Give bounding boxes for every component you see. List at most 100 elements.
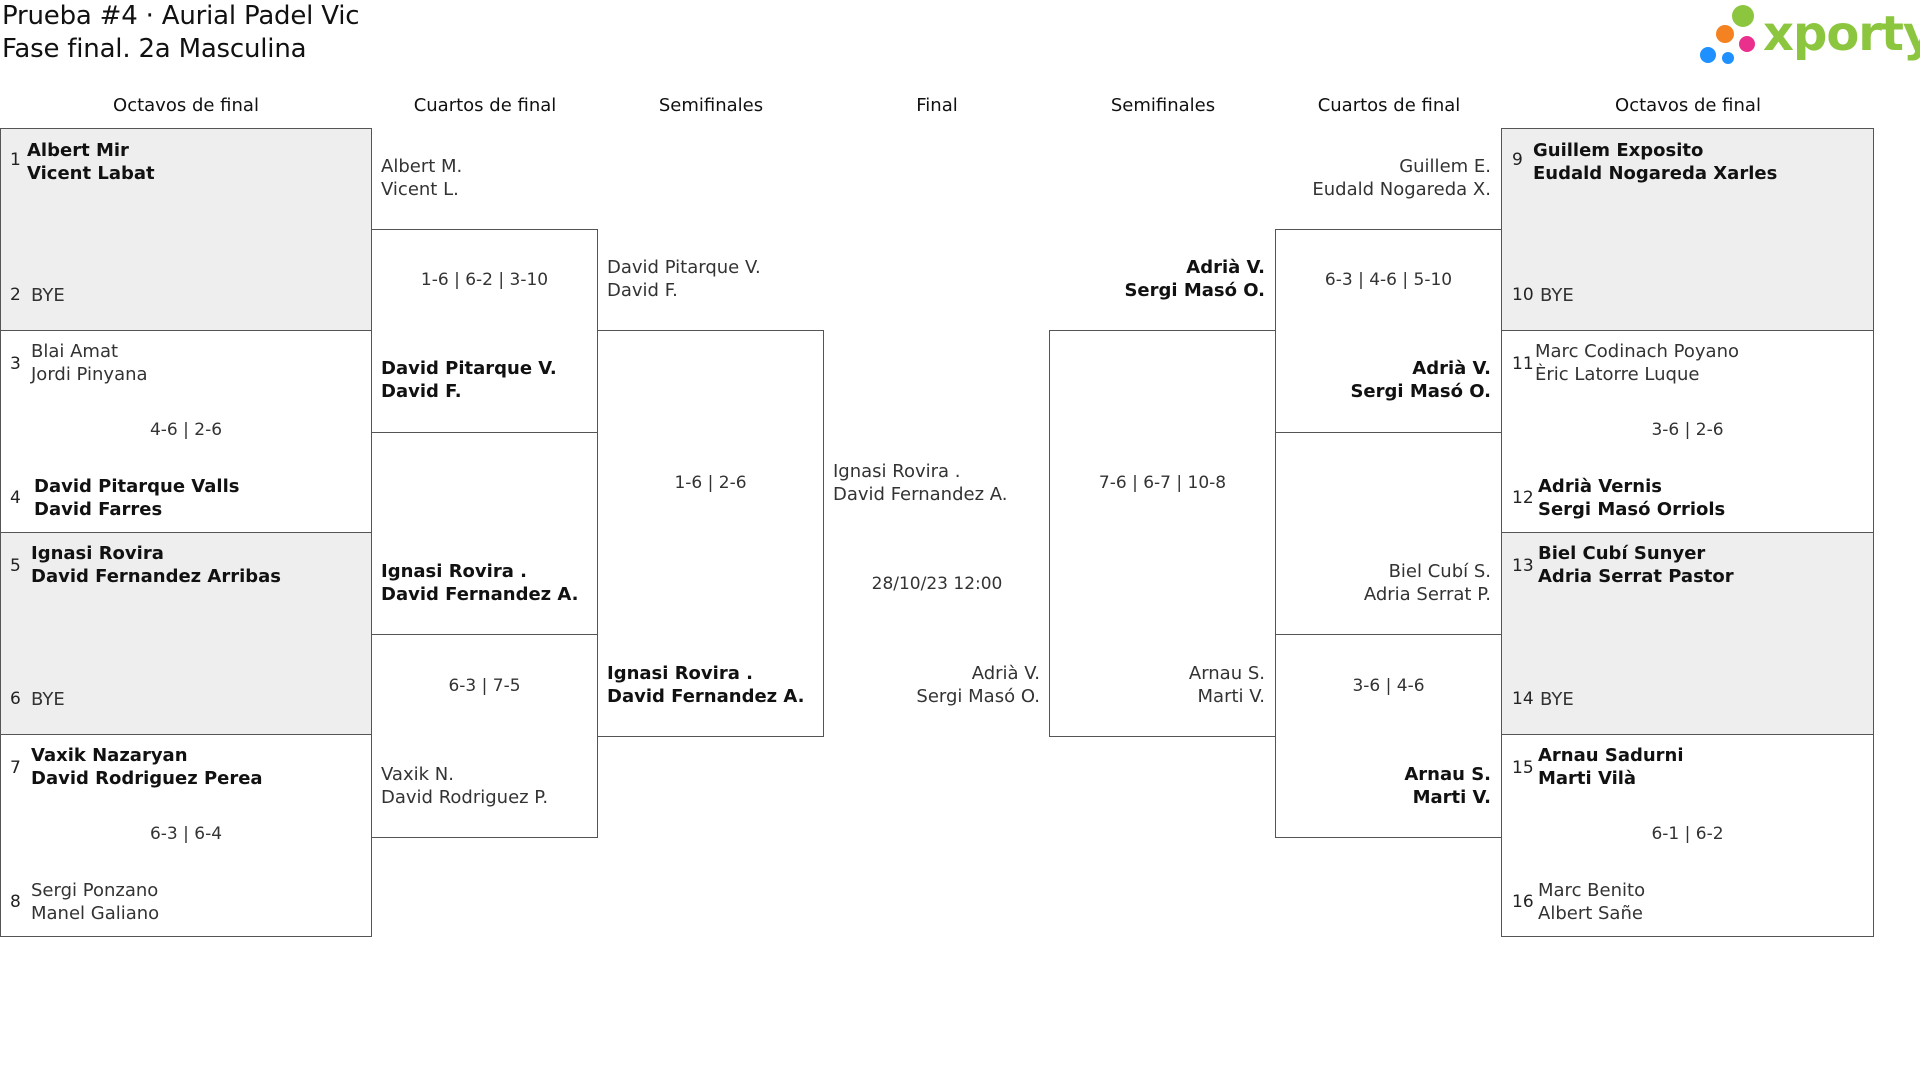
seed-number: 6 <box>10 689 21 709</box>
match-score: 4-6 | 2-6 <box>149 420 223 440</box>
match-box[interactable] <box>0 330 372 533</box>
match-box[interactable] <box>0 128 372 331</box>
col-left-r16: Octavos de final <box>113 95 259 116</box>
player-name: Albert Mir <box>27 140 129 161</box>
col-right-r16: Octavos de final <box>1615 95 1761 116</box>
match-score: 6-1 | 6-2 <box>1651 824 1724 844</box>
seed-number: 5 <box>10 556 21 576</box>
col-final: Final <box>916 95 958 116</box>
player-name: Guillem E. <box>1399 156 1491 177</box>
player-name: David Fernandez Arribas <box>31 566 282 587</box>
logo-dots-icon <box>1700 5 1755 64</box>
player-name: Vaxik Nazaryan <box>31 745 188 766</box>
player-name: Adria Serrat P. <box>1363 584 1491 605</box>
player-name: Sergi Ponzano <box>31 880 159 901</box>
player-name: Eudald Nogareda Xarles <box>1533 163 1778 184</box>
player-name: Guillem Exposito <box>1533 140 1704 161</box>
player-name: David F. <box>607 280 678 301</box>
player-name: Arnau S. <box>1188 663 1265 684</box>
match-box[interactable] <box>1501 734 1874 937</box>
seed-number: 15 <box>1512 758 1534 778</box>
player-name: David Farres <box>34 499 163 520</box>
col-right-sf: Semifinales <box>1110 95 1216 116</box>
player-name: David F. <box>381 381 462 402</box>
match-score: 7-6 | 6-7 | 10-8 <box>1098 473 1227 493</box>
xporty-logo[interactable]: xporty <box>1695 2 1920 68</box>
seed-number: 12 <box>1512 488 1534 508</box>
match-connector[interactable] <box>371 634 598 838</box>
match-connector[interactable] <box>597 330 824 737</box>
seed-number: 11 <box>1512 354 1534 374</box>
match-connector[interactable] <box>1049 330 1276 737</box>
seed-number: 16 <box>1512 892 1534 912</box>
player-name: Èric Latorre Luque <box>1535 364 1700 385</box>
match-box[interactable] <box>1501 532 1874 735</box>
match-score: 1-6 | 2-6 <box>674 473 747 493</box>
seed-number: 3 <box>10 354 21 374</box>
match-box[interactable] <box>1501 330 1874 533</box>
player-name: Jordi Pinyana <box>31 364 148 385</box>
page-subtitle: Fase final. 2a Masculina <box>2 34 307 64</box>
seed-number: 14 <box>1512 689 1534 709</box>
player-name: Ignasi Rovira <box>31 543 164 564</box>
player-name: Sergi Masó O. <box>916 686 1040 707</box>
player-name: Biel Cubí Sunyer <box>1538 543 1706 564</box>
player-name: Adria Serrat Pastor <box>1538 566 1734 587</box>
player-name: Adrià V. <box>1412 358 1491 379</box>
player-name: Blai Amat <box>31 341 119 362</box>
player-name: David Pitarque Valls <box>34 476 240 497</box>
match-score: 3-6 | 2-6 <box>1651 420 1724 440</box>
seed-number: 13 <box>1512 556 1534 576</box>
player-name: David Rodriguez Perea <box>31 768 263 789</box>
player-name: Marc Benito <box>1538 880 1646 901</box>
player-name: Arnau S. <box>1404 764 1491 785</box>
player-name: Marc Codinach Poyano <box>1535 341 1739 362</box>
seed-number: 9 <box>1512 150 1523 170</box>
seed-number: 4 <box>10 488 21 508</box>
seed-number: 2 <box>10 285 21 305</box>
player-name: Marti V. <box>1197 686 1265 707</box>
player-name: David Rodriguez P. <box>381 787 549 808</box>
match-score: 6-3 | 7-5 <box>448 676 521 696</box>
player-name: Adrià Vernis <box>1538 476 1663 497</box>
player-name: Sergi Masó O. <box>1350 381 1491 402</box>
player-name: Sergi Masó O. <box>1124 280 1265 301</box>
match-score: 3-6 | 4-6 <box>1352 676 1425 696</box>
player-name: Albert Sañe <box>1538 903 1643 924</box>
player-name: Albert M. <box>381 156 463 177</box>
match-box[interactable] <box>1501 128 1874 331</box>
bye-label: BYE <box>31 285 65 306</box>
player-name: Ignasi Rovira . <box>833 461 961 482</box>
match-score: 6-3 | 4-6 | 5-10 <box>1324 270 1453 290</box>
col-left-qf: Cuartos de final <box>413 95 557 116</box>
bye-label: BYE <box>1540 689 1574 710</box>
seed-number: 1 <box>10 150 21 170</box>
player-name: Marti V. <box>1412 787 1491 808</box>
player-name: Arnau Sadurni <box>1538 745 1684 766</box>
player-name: Vaxik N. <box>381 764 454 785</box>
bye-label: BYE <box>31 689 65 710</box>
col-right-qf: Cuartos de final <box>1317 95 1461 116</box>
seed-number: 10 <box>1512 285 1534 305</box>
player-name: Manel Galiano <box>31 903 160 924</box>
match-connector[interactable] <box>371 229 598 433</box>
match-score: 6-3 | 6-4 <box>149 824 223 844</box>
player-name: Marti Vilà <box>1538 768 1637 789</box>
player-name: Adrià V. <box>1186 257 1265 278</box>
player-name: David Fernandez A. <box>381 584 579 605</box>
match-datetime: 28/10/23 12:00 <box>871 574 1003 594</box>
player-name: David Pitarque V. <box>381 358 557 379</box>
player-name: David Pitarque V. <box>607 257 761 278</box>
match-connector[interactable] <box>1275 229 1502 433</box>
match-box[interactable] <box>0 734 372 937</box>
player-name: Sergi Masó Orriols <box>1538 499 1726 520</box>
player-name: Adrià V. <box>971 663 1040 684</box>
match-score: 1-6 | 6-2 | 3-10 <box>420 270 549 290</box>
player-name: Vicent L. <box>381 179 459 200</box>
page-title: Prueba #4 · Aurial Padel Vic <box>2 1 360 31</box>
seed-number: 7 <box>10 758 21 778</box>
player-name: Ignasi Rovira . <box>607 663 753 684</box>
player-name: David Fernandez A. <box>833 484 1008 505</box>
player-name: David Fernandez A. <box>607 686 805 707</box>
match-connector[interactable] <box>1275 634 1502 838</box>
